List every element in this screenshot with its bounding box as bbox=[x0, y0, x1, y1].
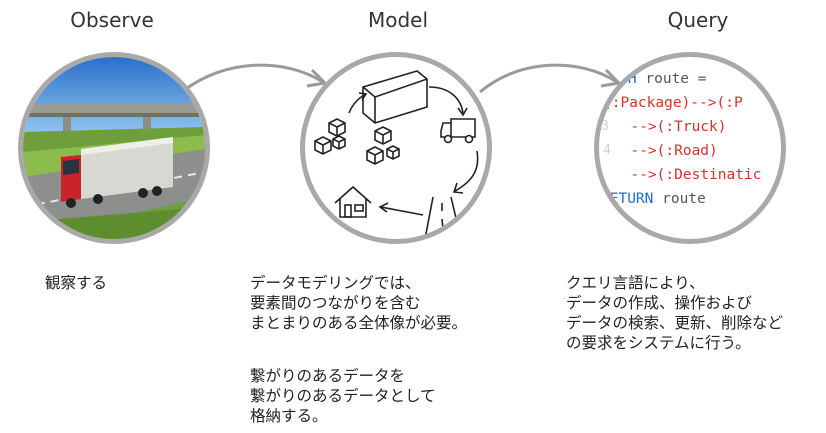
trailer-icon bbox=[362, 70, 428, 124]
package-icon-2 bbox=[366, 126, 400, 165]
delivery-graph-icons bbox=[314, 70, 479, 239]
truck-icon bbox=[440, 118, 476, 144]
package-icon bbox=[314, 118, 346, 155]
code-line-3: -->(:Truck) bbox=[613, 119, 727, 135]
model-description: データモデリングでは、 要素間のつながりを含む まとまりのある全体像が必要。 bbox=[250, 274, 468, 332]
truck-on-highway-photo bbox=[23, 57, 205, 239]
road-icon bbox=[424, 196, 462, 239]
heading-model: Model bbox=[367, 8, 429, 32]
house-icon bbox=[334, 185, 372, 218]
code-line-2: (:Package)-->(:P bbox=[603, 95, 743, 111]
code-line-4: -->(:Road) bbox=[613, 143, 718, 159]
query-code-block: MATCH route = (:Package)-->(:P 3 -->(:Tr… bbox=[599, 57, 781, 239]
heading-query: Query bbox=[667, 8, 729, 32]
heading-observe: Observe bbox=[70, 8, 154, 32]
observe-description: 観察する bbox=[45, 274, 108, 292]
keyword-match: MATCH bbox=[594, 71, 637, 87]
code-line-5: -->(:Destinatic bbox=[613, 167, 762, 183]
gutter-number-3: 3 bbox=[601, 119, 609, 134]
code-line-1: MATCH route = bbox=[594, 71, 707, 87]
model-circle bbox=[300, 52, 492, 244]
query-circle: MATCH route = (:Package)-->(:P 3 -->(:Tr… bbox=[594, 52, 786, 244]
gutter-number-4: 4 bbox=[603, 143, 611, 158]
keyword-return: RETURN bbox=[601, 191, 654, 207]
observe-circle bbox=[18, 52, 210, 244]
query-description: クエリ言語により、 データの作成、操作および データの検索、更新、削除など の要… bbox=[566, 274, 784, 352]
flow-arrow-icons bbox=[348, 86, 479, 216]
arrow-model-to-query bbox=[479, 63, 618, 94]
code-line-6: RETURN route bbox=[601, 191, 706, 207]
model-description-storage: 繋がりのあるデータを 繋がりのあるデータとして 格納する。 bbox=[250, 367, 436, 425]
